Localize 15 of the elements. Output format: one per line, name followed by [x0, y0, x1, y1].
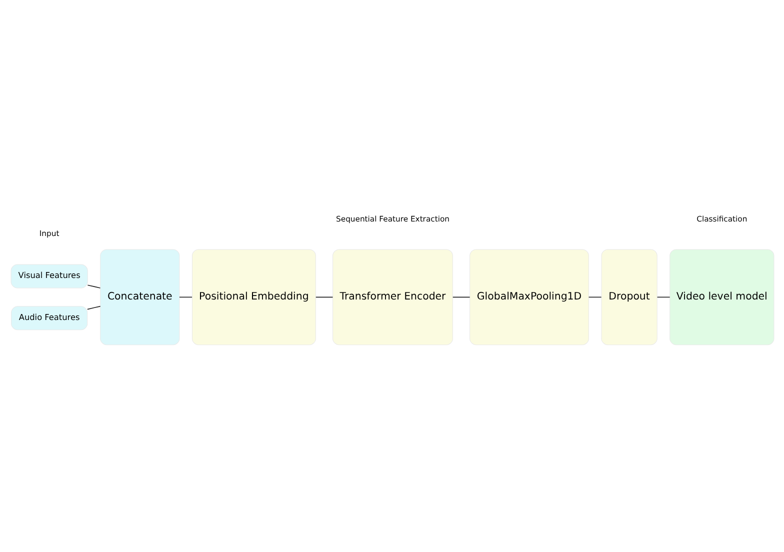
node-box: Visual Features	[10, 264, 88, 288]
node-box: Concatenate	[100, 248, 180, 345]
connector	[452, 296, 470, 298]
connector	[588, 296, 602, 298]
connector	[656, 296, 670, 298]
node-box: Positional Embedding	[191, 248, 316, 345]
node-box: Audio Features	[10, 306, 88, 330]
node-box: Video level model	[669, 248, 774, 345]
connector	[178, 296, 192, 298]
connector	[86, 284, 100, 288]
connector	[86, 305, 100, 310]
connector	[314, 296, 333, 298]
node-box: GlobalMaxPooling1D	[469, 248, 588, 345]
node-box: Dropout	[600, 248, 657, 345]
node-box: Transformer Encoder	[332, 248, 452, 345]
